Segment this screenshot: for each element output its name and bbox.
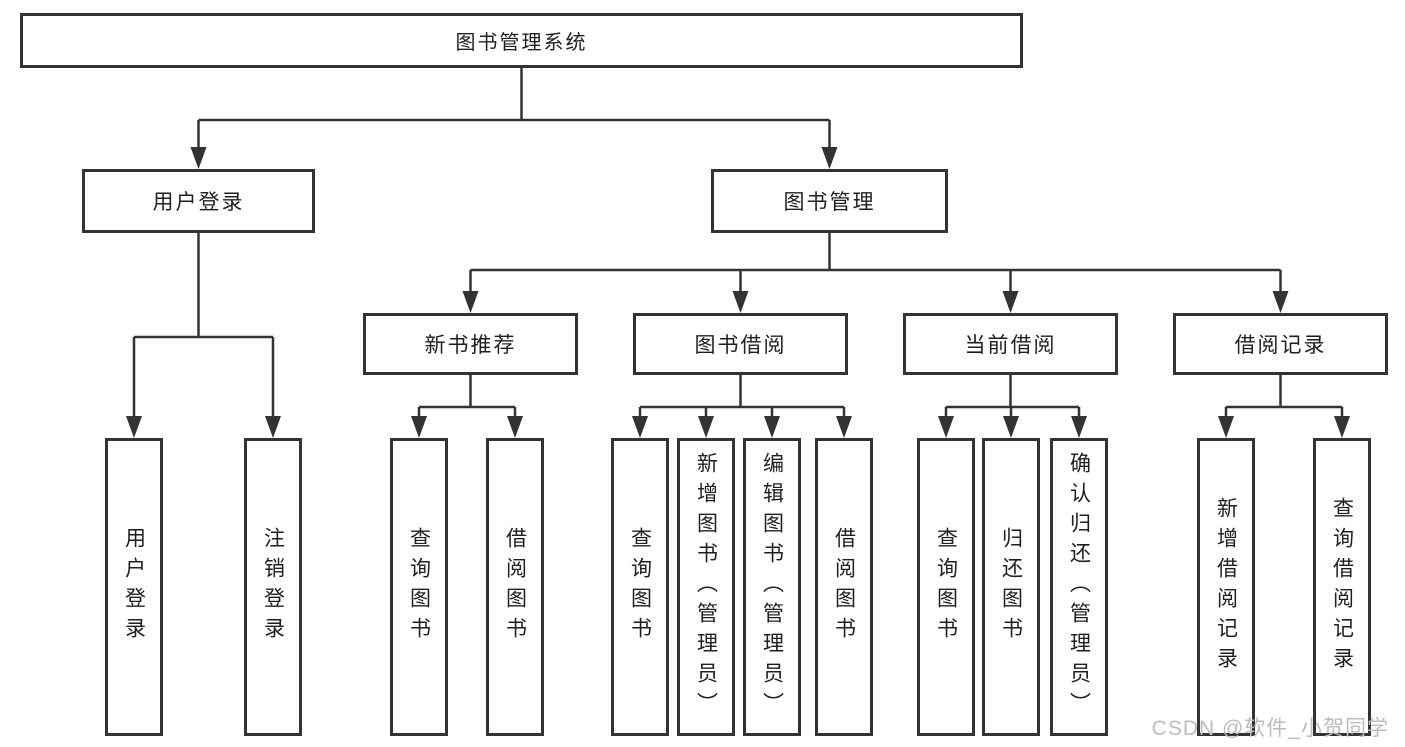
leaf-confirm-return-admin: 确认归还（管理员） [1050,438,1108,736]
node-label: 借阅图书 [832,527,856,647]
node-label: 注销登录 [261,527,285,647]
connector-root [190,68,838,169]
node-label: 用户登录 [122,527,146,647]
connector-borrow-record [1218,375,1350,438]
arrowhead-icon [764,416,780,438]
arrowhead-icon [836,416,852,438]
leaf-edit-book-admin: 编辑图书（管理员） [743,438,801,736]
node-label: 当前借阅 [964,334,1057,357]
arrowhead-icon [1272,291,1289,313]
node-label: 借阅记录 [1234,334,1327,357]
arrowhead-icon [411,416,427,438]
node-current-borrow: 当前借阅 [903,313,1118,375]
leaf-logout: 注销登录 [244,438,302,736]
node-label: 查询图书 [407,527,431,647]
node-book-mgmt: 图书管理 [711,169,948,233]
arrowhead-icon [190,147,207,169]
node-user-login: 用户登录 [82,169,315,233]
arrowhead-icon [821,147,838,169]
leaf-add-book-admin: 新增图书（管理员） [677,438,735,736]
arrowhead-icon [1071,416,1087,438]
leaf-user-login: 用户登录 [105,438,163,736]
csdn-watermark: CSDN @软件_小贺同学 [1151,717,1389,740]
leaf-return-book: 归还图书 [982,438,1040,736]
leaf-query-borrow-record: 查询借阅记录 [1313,438,1371,736]
node-label: 图书管理 [783,191,876,214]
arrowhead-icon [1334,416,1350,438]
arrowhead-icon [265,416,281,438]
node-label: 新增借阅记录 [1214,497,1238,677]
node-label: 查询图书 [628,527,652,647]
node-label: 用户登录 [152,191,245,214]
node-label: 归还图书 [999,527,1023,647]
node-label: 编辑图书（管理员） [760,452,784,722]
leaf-query-books-current: 查询图书 [917,438,975,736]
node-borrow-record: 借阅记录 [1173,313,1388,375]
node-label: 图书借阅 [694,334,787,357]
arrowhead-icon [1003,416,1019,438]
arrowhead-icon [1002,291,1019,313]
node-book-borrow: 图书借阅 [633,313,848,375]
leaf-query-books-borrow: 查询图书 [611,438,669,736]
arrowhead-icon [632,416,648,438]
node-label: 确认归还（管理员） [1067,452,1091,722]
arrowhead-icon [732,291,749,313]
leaf-query-books-recommend: 查询图书 [390,438,448,736]
node-new-book-recommend: 新书推荐 [363,313,578,375]
arrowhead-icon [938,416,954,438]
leaf-borrow-books-recommend: 借阅图书 [486,438,544,736]
arrowhead-icon [698,416,714,438]
connector-current-borrow [938,375,1087,438]
node-label: 图书管理系统 [455,32,588,54]
arrowhead-icon [126,416,142,438]
node-label: 查询图书 [934,527,958,647]
node-root-system: 图书管理系统 [20,13,1023,68]
node-label: 新书推荐 [424,334,517,357]
connector-user-login [126,233,281,438]
leaf-borrow-books: 借阅图书 [815,438,873,736]
connector-book-mgmt [462,233,1289,313]
connector-new-book-recommend [411,375,523,438]
node-label: 查询借阅记录 [1330,497,1354,677]
leaf-add-borrow-record: 新增借阅记录 [1197,438,1255,736]
arrowhead-icon [1218,416,1234,438]
node-label: 借阅图书 [503,527,527,647]
arrowhead-icon [507,416,523,438]
arrowhead-icon [462,291,479,313]
connector-book-borrow [632,375,852,438]
node-label: 新增图书（管理员） [694,452,718,722]
